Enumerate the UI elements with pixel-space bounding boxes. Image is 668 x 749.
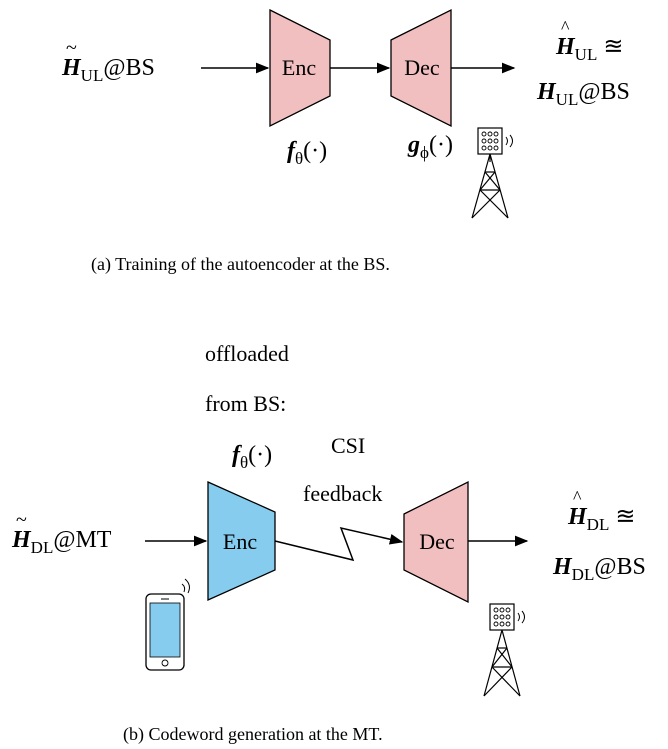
offload-note-line1: offloaded (205, 341, 289, 366)
base-station-icon (483, 603, 525, 697)
encoder-label-a: Enc (282, 55, 316, 80)
encoder-block-a (269, 8, 331, 128)
encoder-function-a: fθ(·) (287, 138, 327, 168)
smartphone-icon (145, 578, 190, 671)
decoder-label-a: Dec (404, 55, 440, 80)
input-label-a: HUL@BS (61, 55, 155, 85)
csi-feedback-line1: CSI (331, 433, 365, 458)
encoder-block-b (207, 480, 276, 602)
hat-accent: ^ (573, 487, 582, 507)
output-label-b-line1: HDL ≊ (567, 504, 635, 534)
hat-accent: ^ (561, 17, 570, 37)
offload-note-line2: from BS: (205, 391, 286, 416)
panel-a: HUL@BS ~ Enc Dec HUL ≊ ^ HUL@BS fθ(·) gϕ… (61, 8, 630, 275)
csi-feedback-line2: feedback (303, 481, 382, 506)
input-label-b: HDL@MT (11, 527, 112, 557)
encoder-function-b: fθ(·) (232, 442, 272, 472)
tilde-accent: ~ (66, 37, 77, 59)
caption-b: (b) Codeword generation at the MT. (123, 724, 383, 745)
decoder-block-a (390, 8, 452, 128)
output-label-a-line2: HUL@BS (536, 79, 630, 109)
caption-a: (a) Training of the autoencoder at the B… (91, 254, 390, 275)
panel-b: offloaded from BS: fθ(·) CSI feedback HD… (11, 341, 646, 745)
tilde-accent: ~ (16, 509, 27, 531)
base-station-icon (471, 127, 513, 219)
decoder-label-b: Dec (419, 529, 455, 554)
decoder-block-b (403, 480, 469, 604)
wireless-feedback-link (274, 526, 404, 562)
encoder-label-b: Enc (223, 529, 257, 554)
decoder-function-a: gϕ(·) (407, 132, 453, 162)
output-label-b-line2: HDL@BS (552, 554, 646, 584)
output-label-a-line1: HUL ≊ (555, 34, 623, 64)
